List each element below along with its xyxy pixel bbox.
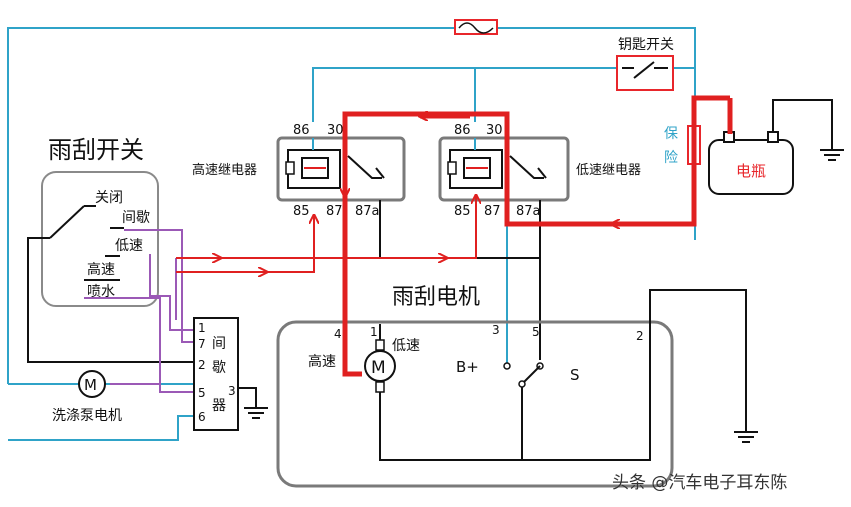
- intermittent-label-3: 器: [212, 398, 226, 414]
- battery-ground-icon: [820, 149, 844, 161]
- motor-terminal-1: 1: [370, 325, 378, 339]
- motor-s-label: S: [570, 366, 580, 384]
- supply-wire-pin6: [8, 415, 198, 441]
- motor-b-plus-label: B+: [456, 358, 479, 376]
- low-relay-pin-86: 86: [454, 123, 471, 138]
- supply-wire-top: [7, 27, 696, 384]
- high-relay-pin-87a: 87a: [355, 204, 380, 219]
- intermittent-pin-7: 7: [198, 337, 206, 351]
- switch-pos-off: 关闭: [95, 190, 123, 206]
- intermittent-ground-icon: [244, 407, 268, 419]
- high-speed-relay: 86 30 85 87 87a 高速继电器: [192, 123, 406, 219]
- wiper-motor-title: 雨刮电机: [392, 285, 480, 310]
- intermittent-label-1: 间: [212, 336, 226, 352]
- key-switch-label: 钥匙开关: [618, 37, 674, 53]
- low-relay-pin-85: 85: [454, 204, 471, 219]
- key-switch: 钥匙开关: [616, 37, 674, 91]
- motor-low-label: 低速: [392, 338, 420, 354]
- switch-wiring: [84, 229, 198, 393]
- fuse-label-1: 保: [664, 126, 678, 142]
- washer-pump-label: 洗涤泵电机: [52, 408, 122, 424]
- switch-pos-wash: 喷水: [87, 284, 115, 300]
- intermittent-pin-1: 1: [198, 321, 206, 335]
- supply-wire-relays: [312, 67, 695, 122]
- fuse-label-2: 险: [664, 150, 678, 166]
- wiper-motor: 雨刮电机 4 1 3 5 2 高速 低速 B+ S M: [276, 285, 758, 488]
- low-relay-label: 低速继电器: [576, 163, 641, 178]
- high-relay-pin-85: 85: [293, 204, 310, 219]
- low-speed-relay: 86 30 85 87 87a 低速继电器: [438, 123, 641, 219]
- motor-terminal-5: 5: [532, 325, 540, 339]
- low-relay-pin-30: 30: [486, 123, 503, 138]
- watermark: 头条 @汽车电子耳东陈: [612, 473, 787, 493]
- low-relay-pin-87: 87: [484, 204, 501, 219]
- motor-symbol: M: [371, 358, 386, 378]
- switch-pos-intermittent: 间歇: [122, 210, 150, 226]
- main-fuse: [454, 19, 498, 35]
- motor-terminal-4: 4: [334, 327, 342, 341]
- intermittent-pin-2: 2: [198, 358, 206, 372]
- switch-pos-high: 高速: [87, 261, 115, 278]
- battery-label: 电瓶: [736, 162, 766, 180]
- washer-pump-symbol: M: [84, 376, 97, 394]
- battery: 电瓶: [708, 99, 844, 195]
- intermittent-pin-5: 5: [198, 386, 206, 400]
- washer-pump: M 洗涤泵电机: [52, 370, 122, 424]
- intermittent-relay: 1 7 2 5 6 3 间 歇 器: [193, 317, 268, 431]
- high-relay-pin-30: 30: [327, 123, 344, 138]
- motor-terminal-2: 2: [636, 329, 644, 343]
- intermittent-pin-6: 6: [198, 410, 206, 424]
- low-relay-pin-87a: 87a: [516, 204, 541, 219]
- motor-ground-icon: [734, 431, 758, 443]
- wiper-switch-title: 雨刮开关: [48, 136, 144, 164]
- high-relay-label: 高速继电器: [192, 162, 257, 178]
- current-flow: [176, 95, 733, 377]
- motor-high-label: 高速: [308, 353, 336, 370]
- intermittent-pin-3: 3: [228, 384, 236, 398]
- high-relay-pin-86: 86: [293, 123, 310, 138]
- high-relay-pin-87: 87: [326, 204, 343, 219]
- motor-terminal-3: 3: [492, 323, 500, 337]
- intermittent-label-2: 歇: [212, 360, 226, 376]
- supply-wiring: [7, 27, 696, 441]
- switch-pos-low: 低速: [115, 238, 143, 254]
- wiper-switch: 雨刮开关 关闭 间歇 低速 高速 喷水: [27, 136, 198, 363]
